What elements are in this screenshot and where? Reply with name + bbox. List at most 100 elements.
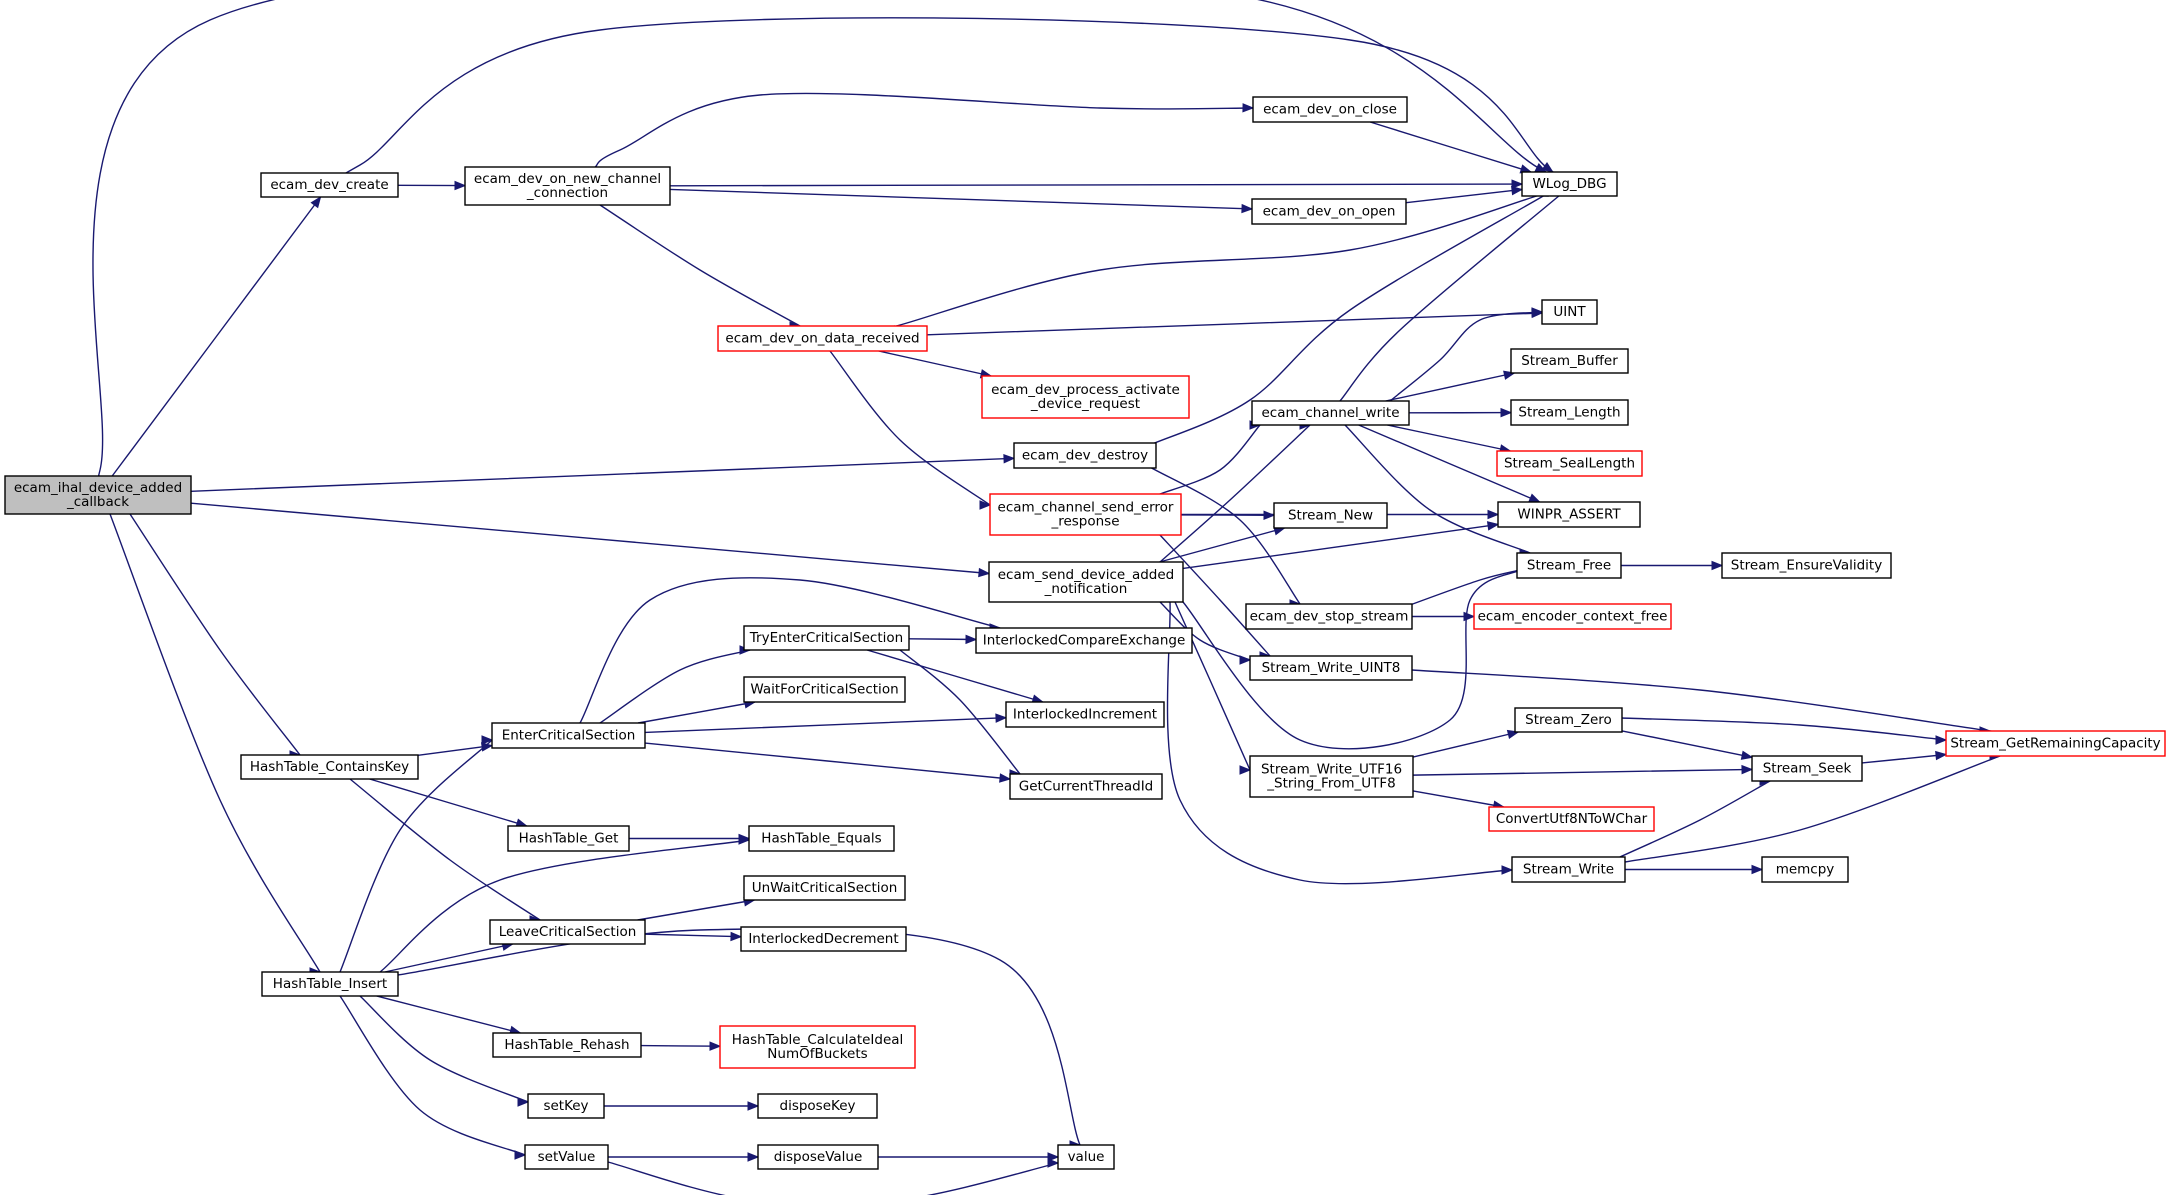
node-box[interactable] — [1249, 755, 1414, 798]
node-box[interactable] — [975, 627, 1193, 654]
node-box[interactable] — [1245, 603, 1413, 630]
node-box[interactable] — [757, 1144, 879, 1170]
node-box[interactable] — [240, 754, 419, 780]
node-box[interactable] — [492, 1032, 642, 1058]
node-send-error[interactable]: ecam_channel_send_error_response — [989, 493, 1182, 536]
node-new-channel[interactable]: ecam_dev_on_new_channel_connection — [464, 166, 671, 206]
node-winpr-assert[interactable]: WINPR_ASSERT — [1497, 501, 1641, 528]
node-box[interactable] — [1514, 707, 1623, 733]
node-unwait-cs[interactable]: UnWaitCriticalSection — [743, 875, 906, 901]
node-stream-write[interactable]: Stream_Write — [1511, 856, 1626, 883]
node-process-activate[interactable]: ecam_dev_process_activate_device_request — [981, 375, 1190, 419]
node-value[interactable]: value — [1057, 1144, 1115, 1170]
node-box[interactable] — [1005, 701, 1165, 728]
node-dispose-key[interactable]: disposeKey — [757, 1093, 878, 1119]
node-box[interactable] — [261, 971, 399, 997]
node-box[interactable] — [743, 875, 906, 901]
node-write-utf16[interactable]: Stream_Write_UTF16_String_From_UTF8 — [1249, 755, 1414, 798]
node-leave-cs[interactable]: LeaveCriticalSection — [489, 919, 646, 945]
node-box[interactable] — [1721, 552, 1892, 579]
node-box[interactable] — [1541, 299, 1598, 325]
node-stream-zero[interactable]: Stream_Zero — [1514, 707, 1623, 733]
node-ensure-validity[interactable]: Stream_EnsureValidity — [1721, 552, 1892, 579]
node-box[interactable] — [1251, 400, 1410, 426]
node-box[interactable] — [1273, 502, 1388, 529]
node-box[interactable] — [748, 825, 895, 852]
node-box[interactable] — [491, 722, 646, 749]
node-box[interactable] — [988, 561, 1184, 603]
node-hash-insert[interactable]: HashTable_Insert — [261, 971, 399, 997]
node-data-received[interactable]: ecam_dev_on_data_received — [717, 325, 928, 352]
node-convert-utf8[interactable]: ConvertUtf8NToWChar — [1488, 806, 1655, 832]
node-stop-stream[interactable]: ecam_dev_stop_stream — [1245, 603, 1413, 630]
node-box[interactable] — [1510, 399, 1629, 426]
node-box[interactable] — [1251, 198, 1407, 225]
node-channel-write[interactable]: ecam_channel_write — [1251, 400, 1410, 426]
node-hash-get[interactable]: HashTable_Get — [507, 825, 630, 852]
node-dispose-value[interactable]: disposeValue — [757, 1144, 879, 1170]
node-box[interactable] — [4, 475, 192, 515]
node-box[interactable] — [717, 325, 928, 352]
node-box[interactable] — [507, 825, 630, 852]
node-box[interactable] — [1057, 1144, 1115, 1170]
node-box[interactable] — [743, 676, 906, 703]
node-box[interactable] — [981, 375, 1190, 419]
node-get-thread[interactable]: GetCurrentThreadId — [1009, 773, 1163, 800]
node-stream-seek[interactable]: Stream_Seek — [1751, 755, 1863, 782]
node-box[interactable] — [1473, 603, 1672, 630]
node-box[interactable] — [527, 1093, 605, 1119]
node-remaining-cap[interactable]: Stream_GetRemainingCapacity — [1945, 730, 2166, 757]
node-stream-length[interactable]: Stream_Length — [1510, 399, 1629, 426]
node-box[interactable] — [743, 625, 910, 651]
node-box[interactable] — [757, 1093, 878, 1119]
node-wlog[interactable]: WLog_DBG — [1521, 171, 1618, 197]
node-wait-cs[interactable]: WaitForCriticalSection — [743, 676, 906, 703]
node-memcpy[interactable]: memcpy — [1761, 856, 1849, 883]
node-box[interactable] — [1751, 755, 1863, 782]
node-ilk-cmpxchg[interactable]: InterlockedCompareExchange — [975, 627, 1193, 654]
node-box[interactable] — [260, 172, 399, 198]
node-box[interactable] — [464, 166, 671, 206]
node-box[interactable] — [1521, 171, 1618, 197]
node-box[interactable] — [1496, 450, 1643, 477]
node-box[interactable] — [1009, 773, 1163, 800]
node-try-enter[interactable]: TryEnterCriticalSection — [743, 625, 910, 651]
node-on-close[interactable]: ecam_dev_on_close — [1252, 96, 1408, 123]
node-ilk-dec[interactable]: InterlockedDecrement — [740, 926, 907, 952]
node-dev-create[interactable]: ecam_dev_create — [260, 172, 399, 198]
node-box[interactable] — [489, 919, 646, 945]
node-box[interactable] — [989, 493, 1182, 536]
node-stream-buffer[interactable]: Stream_Buffer — [1510, 348, 1629, 374]
node-seal-length[interactable]: Stream_SealLength — [1496, 450, 1643, 477]
node-encoder-free[interactable]: ecam_encoder_context_free — [1473, 603, 1672, 630]
node-box[interactable] — [1510, 348, 1629, 374]
node-write-uint8[interactable]: Stream_Write_UINT8 — [1249, 655, 1413, 681]
node-box[interactable] — [1497, 501, 1641, 528]
node-send-added[interactable]: ecam_send_device_added_notification — [988, 561, 1184, 603]
node-box[interactable] — [1516, 552, 1622, 579]
node-enter-cs[interactable]: EnterCriticalSection — [491, 722, 646, 749]
node-box[interactable] — [1252, 96, 1408, 123]
node-box[interactable] — [524, 1144, 609, 1170]
node-box[interactable] — [1488, 806, 1655, 832]
node-box[interactable] — [740, 926, 907, 952]
node-stream-free[interactable]: Stream_Free — [1516, 552, 1622, 579]
node-ilk-inc[interactable]: InterlockedIncrement — [1005, 701, 1165, 728]
node-box[interactable] — [1013, 442, 1157, 469]
node-contains-key[interactable]: HashTable_ContainsKey — [240, 754, 419, 780]
node-box[interactable] — [1249, 655, 1413, 681]
node-box[interactable] — [1761, 856, 1849, 883]
node-on-open[interactable]: ecam_dev_on_open — [1251, 198, 1407, 225]
node-set-key[interactable]: setKey — [527, 1093, 605, 1119]
node-hash-equals[interactable]: HashTable_Equals — [748, 825, 895, 852]
node-box[interactable] — [719, 1025, 916, 1069]
node-set-value[interactable]: setValue — [524, 1144, 609, 1170]
node-rehash[interactable]: HashTable_Rehash — [492, 1032, 642, 1058]
node-stream-new[interactable]: Stream_New — [1273, 502, 1388, 529]
node-box[interactable] — [1511, 856, 1626, 883]
node-box[interactable] — [1945, 730, 2166, 757]
node-uint[interactable]: UINT — [1541, 299, 1598, 325]
node-dev-destroy[interactable]: ecam_dev_destroy — [1013, 442, 1157, 469]
node-root[interactable]: ecam_ihal_device_added_callback — [4, 475, 192, 515]
